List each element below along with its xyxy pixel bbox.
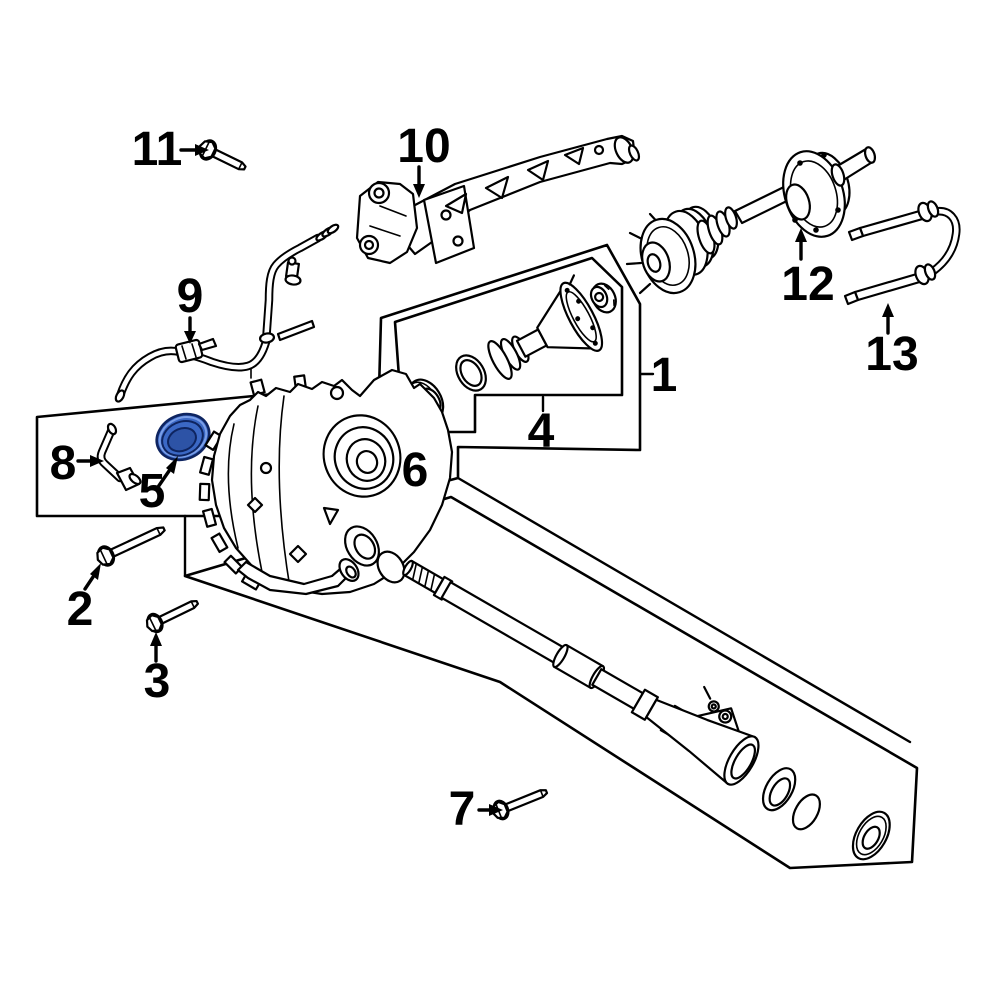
part-axle-seal-highlighted xyxy=(155,412,211,462)
callout-arrow-13 xyxy=(882,303,894,335)
callout-label-4: 4 xyxy=(528,405,555,458)
callout-arrow-10 xyxy=(413,165,425,198)
part-shaft-bearing xyxy=(851,810,891,861)
part-breather-elbow xyxy=(96,422,142,492)
callout-label-1: 1 xyxy=(651,349,678,402)
callout-label-9: 9 xyxy=(177,270,204,323)
callout-label-3: 3 xyxy=(144,655,171,708)
part-bolt-2 xyxy=(96,526,166,567)
part-intermediate-shaft xyxy=(402,559,891,861)
part-bolt-3 xyxy=(145,599,200,634)
part-shaft-seal xyxy=(761,767,797,812)
callout-label-10: 10 xyxy=(397,120,450,173)
callout-arrow-7 xyxy=(477,804,503,816)
part-u-bolt xyxy=(843,200,961,306)
part-o-ring-large xyxy=(791,793,821,831)
callout-label-11: 11 xyxy=(132,123,183,176)
part-bolt-11 xyxy=(198,139,247,171)
part-axle-shaft xyxy=(625,146,877,295)
part-output-seal xyxy=(343,525,381,567)
part-support-bracket xyxy=(355,134,641,265)
part-bolt-7 xyxy=(492,789,549,821)
callout-label-12: 12 xyxy=(781,258,834,311)
callout-arrow-11 xyxy=(179,144,209,156)
tube-sensor-fitting xyxy=(284,256,302,286)
callout-arrow-5 xyxy=(156,456,178,489)
part-o-ring-small xyxy=(376,550,406,584)
callout-label-2: 2 xyxy=(67,583,94,636)
callout-label-13: 13 xyxy=(865,328,918,381)
callout-arrow-12 xyxy=(795,228,807,261)
callout-arrow-3 xyxy=(150,632,162,663)
part-snap-ring xyxy=(455,354,487,392)
callout-arrow-2 xyxy=(83,563,101,591)
callout-label-8: 8 xyxy=(50,437,77,490)
callout-label-5: 5 xyxy=(139,465,166,518)
part-vent-tube xyxy=(114,223,340,403)
callout-arrow-8 xyxy=(76,455,104,467)
callout-arrow-9 xyxy=(184,316,196,344)
part-cv-boot-joint xyxy=(487,274,604,380)
part-differential-carrier xyxy=(198,368,454,596)
callout-label-6: 6 xyxy=(402,444,429,497)
part-flange-nut xyxy=(589,282,617,314)
callout-label-7: 7 xyxy=(449,783,476,836)
